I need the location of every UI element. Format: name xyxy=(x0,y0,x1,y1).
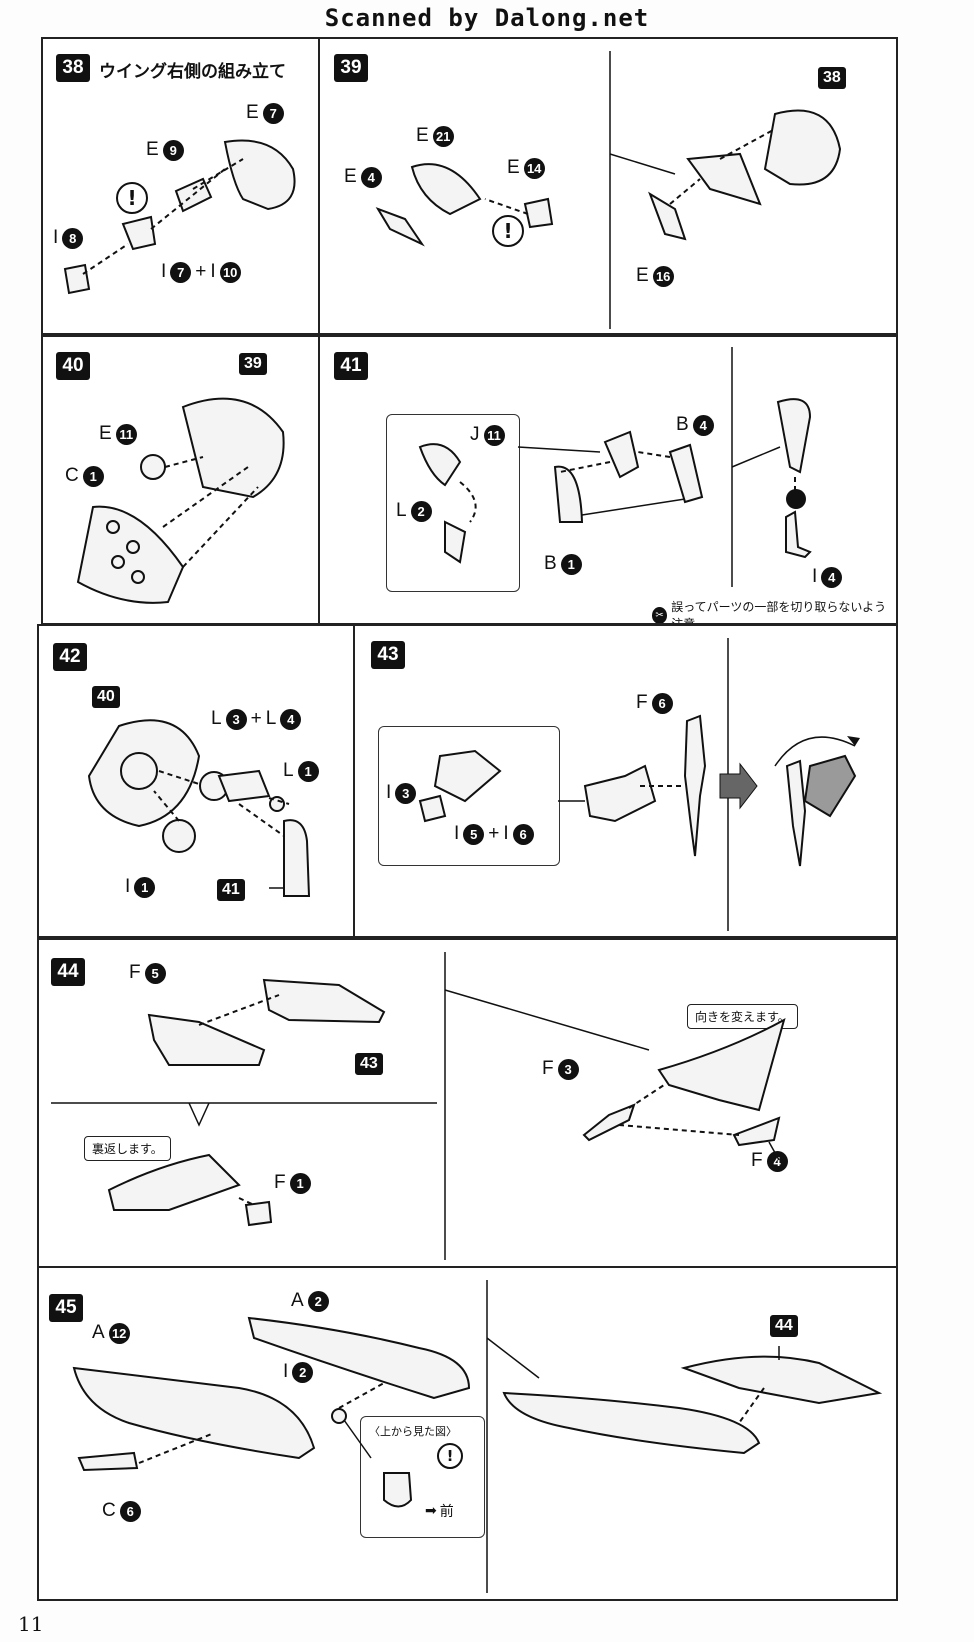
top-view-inset: 〈上から見た図〉 ! ➡前 xyxy=(360,1416,485,1538)
ref-step-41: 41 xyxy=(217,879,245,901)
exclamation-warning-icon: ! xyxy=(116,182,148,214)
step-number: 44 xyxy=(51,958,85,986)
exclamation-warning-icon: ! xyxy=(437,1443,463,1469)
step-number: 45 xyxy=(49,1294,83,1322)
step-number: 43 xyxy=(371,641,405,669)
turn-direction-callout: 向きを変えます。 xyxy=(687,1004,798,1029)
cut-warning-icon: ✂ xyxy=(652,606,668,623)
wing-part-drawing xyxy=(76,397,285,604)
flip-over-callout: 裏返します。 xyxy=(84,1136,171,1161)
step-title: ウイング右側の組み立て xyxy=(99,62,286,82)
front-direction-label: ➡前 xyxy=(425,1503,454,1520)
ref-step-40: 40 xyxy=(92,686,120,708)
wing-part-drawing xyxy=(418,638,860,931)
step-number: 42 xyxy=(53,643,87,671)
scan-banner: Scanned by Dalong.net xyxy=(324,4,650,32)
top-view-title: 〈上から見た図〉 xyxy=(369,1425,457,1438)
direction-arrow-icon: ➡ xyxy=(425,1503,437,1519)
ref-step-38: 38 xyxy=(818,67,846,89)
step-number: 39 xyxy=(334,54,368,82)
ref-step-44: 44 xyxy=(770,1315,798,1337)
wing-part-drawing xyxy=(375,51,842,329)
ref-step-43: 43 xyxy=(355,1053,383,1075)
step-number: 38 xyxy=(56,54,90,82)
wing-part-drawing xyxy=(63,139,296,295)
wing-part-drawing xyxy=(87,719,311,897)
step-number: 40 xyxy=(56,352,90,380)
wing-part-drawing xyxy=(51,952,786,1260)
ref-step-39: 39 xyxy=(239,353,267,375)
wing-part-drawing xyxy=(72,1280,883,1593)
page-number: 11 xyxy=(18,1612,44,1636)
cut-caution-note: ✂誤ってパーツの一部を切り取らないよう注意。 xyxy=(652,598,896,623)
step-number: 41 xyxy=(334,352,368,380)
exclamation-warning-icon: ! xyxy=(492,215,524,247)
wing-part-drawing xyxy=(418,347,812,587)
direction-arrow-icon xyxy=(719,762,758,810)
